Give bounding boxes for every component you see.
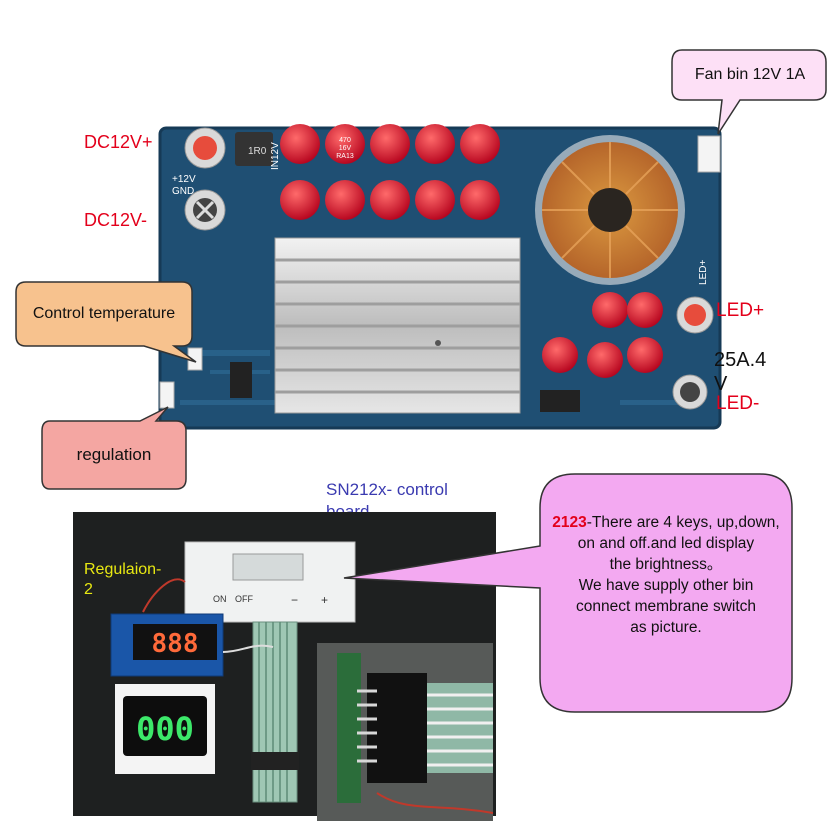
info-callout-shape — [343, 473, 793, 713]
toroid-inductor — [535, 135, 685, 285]
membrane-switch: ON OFF − + — [184, 541, 356, 803]
temp-callout-shape — [15, 281, 197, 363]
main-board-photo: IN12V +12V GND 1R0 LED+ 470 16V RA13 — [150, 100, 740, 450]
control-board-illustration: ON OFF − + 888 000 — [110, 541, 356, 803]
small-display-digits: 888 — [152, 629, 199, 659]
fan-callout-text: Fan bin 12V 1A — [694, 66, 806, 83]
silk-plus12v: +12V — [172, 174, 196, 185]
info-line-4: We have supply other bin — [578, 577, 754, 594]
cap-voltage-label: 16V — [339, 145, 352, 152]
info-model-number: 2123 — [552, 514, 587, 531]
key-plus-label: + — [321, 593, 328, 607]
output-capacitors — [542, 292, 663, 378]
led-positive-label: LED+ — [716, 300, 765, 321]
led-negative-label: LED- — [716, 393, 760, 414]
info-line-6: as picture. — [630, 619, 702, 636]
info-line-2: on and off.and led display — [577, 535, 755, 552]
key-minus-label: − — [291, 593, 298, 607]
regulation2-label: Regulaion-2 — [84, 561, 162, 598]
regulation-callout-shape — [41, 406, 187, 490]
rating-value: 25A.4 — [714, 349, 767, 371]
main-board-illustration: IN12V +12V GND 1R0 LED+ 470 16V RA13 — [158, 124, 722, 430]
key-on-label: ON — [213, 594, 227, 604]
small-display-module: 888 — [110, 613, 224, 677]
heatsink — [274, 237, 521, 414]
large-display-digits: 000 — [136, 710, 194, 748]
dc-negative-label: DC12V- — [84, 210, 148, 230]
silk-inductor-code: 1R0 — [248, 146, 267, 157]
connector-inset-photo — [317, 643, 493, 821]
info-line-3: the brightness。 — [609, 556, 723, 573]
dc-positive-label: DC12V+ — [84, 132, 153, 152]
silk-gnd: GND — [172, 186, 194, 197]
connector-illustration — [317, 643, 493, 821]
fan-callout-shape — [671, 49, 827, 135]
info-callout-text: 2123-There are 4 keys, up,down, on and o… — [546, 512, 786, 638]
display-inset: 000 — [115, 684, 215, 774]
cap-series-label: RA13 — [336, 153, 354, 160]
cap-value-label: 470 — [339, 137, 351, 144]
rating-label: 25A.4 V — [714, 348, 766, 396]
info-line-5: connect membrane switch — [575, 598, 757, 615]
silk-led: LED+ — [698, 260, 709, 285]
silk-in12v: IN12V — [270, 142, 281, 170]
input-capacitors: 470 16V RA13 — [280, 124, 500, 220]
temp-callout-text: Control temperature — [32, 305, 176, 322]
key-off-label: OFF — [235, 594, 253, 604]
info-line-1: -There are 4 keys, up,down, — [586, 514, 780, 531]
regulation-callout-text: regulation — [76, 445, 152, 464]
rating-unit: V — [714, 373, 728, 395]
